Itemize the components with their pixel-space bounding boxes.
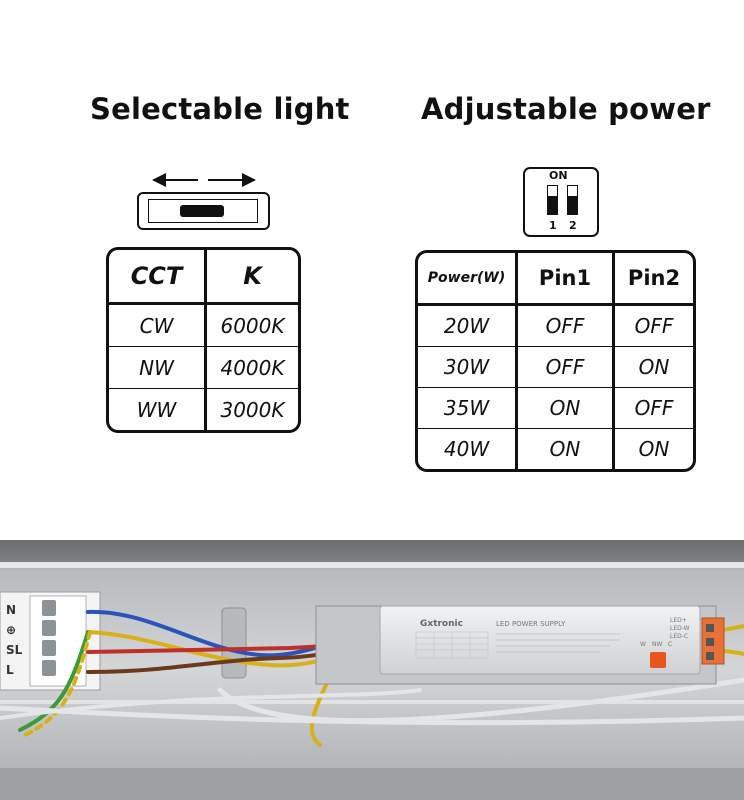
table-row: CW 6000K [109,305,298,347]
table-cell: 4000K [207,347,298,389]
table-row: WW 3000K [109,389,298,430]
dip-slot-2 [567,185,578,215]
terminal-label-l: L [6,663,14,677]
table-cell: 30W [418,347,518,388]
table-cell: 35W [418,388,518,429]
table-row: 20W OFF OFF [418,306,693,347]
table-row: 40W ON ON [418,429,693,469]
cct-switch-orange [650,652,666,668]
dip-switch-icon: ON 1 2 [523,167,599,237]
table-row: 30W OFF ON [418,347,693,388]
table-cell: CW [109,305,207,347]
switch-knob [180,205,224,217]
cct-table: CCT K CW 6000K NW 4000K WW 3000K [106,247,301,433]
table-row: NW 4000K [109,347,298,389]
output-label-led-plus: LED+ [670,617,687,624]
table-cell: 3000K [220,397,285,422]
adjustable-power-title: Adjustable power [421,92,711,126]
table-header: CCT [109,250,207,305]
table-cell: 20W [418,306,518,347]
table-header: K [207,250,298,305]
table-cell: ON [518,388,615,429]
table-cell: ON [638,437,670,461]
table-cell: 6000K [207,305,298,347]
cct-slide-switch [137,192,270,230]
table-cell: 40W [418,429,518,469]
table-cell: NW [109,347,207,389]
table-cell: OFF [615,306,693,347]
table-cell: ON [518,429,615,469]
terminal-label-sl: SL [6,643,23,657]
fixture-wiring-photo: N ⊕ SL L Gxtronic LED POWER SUPPLY LED+ … [0,540,744,800]
driver-brand: Gxtronic [420,619,463,629]
table-cell: OFF [518,347,615,388]
driver-title: LED POWER SUPPLY [496,620,566,628]
dip-pin-number: 1 [549,219,557,232]
terminal-label-earth: ⊕ [6,623,16,637]
table-cell: ON [615,347,693,388]
double-arrow-icon [152,173,256,187]
table-row: 35W ON OFF [418,388,693,429]
table-cell: OFF [518,306,615,347]
dip-on-label: ON [549,169,568,182]
output-label-led-c: LED-C [670,633,688,640]
output-label-led-w: LED-W [670,625,690,632]
dip-pin-number: 2 [569,219,577,232]
switch-label-c: C [668,641,672,648]
switch-label-nw: NW [652,641,662,648]
table-header: Power(W) [418,253,518,306]
terminal-label-n: N [6,603,16,617]
table-cell: OFF [615,388,693,429]
dip-slot-1 [547,185,558,215]
selectable-light-title: Selectable light [90,92,350,126]
table-header: Pin1 [518,253,615,306]
table-cell: WW [109,389,207,430]
table-header: Pin2 [615,253,693,306]
power-table: Power(W) Pin1 Pin2 20W OFF OFF 30W OFF O… [415,250,696,472]
switch-label-w: W [640,641,646,648]
